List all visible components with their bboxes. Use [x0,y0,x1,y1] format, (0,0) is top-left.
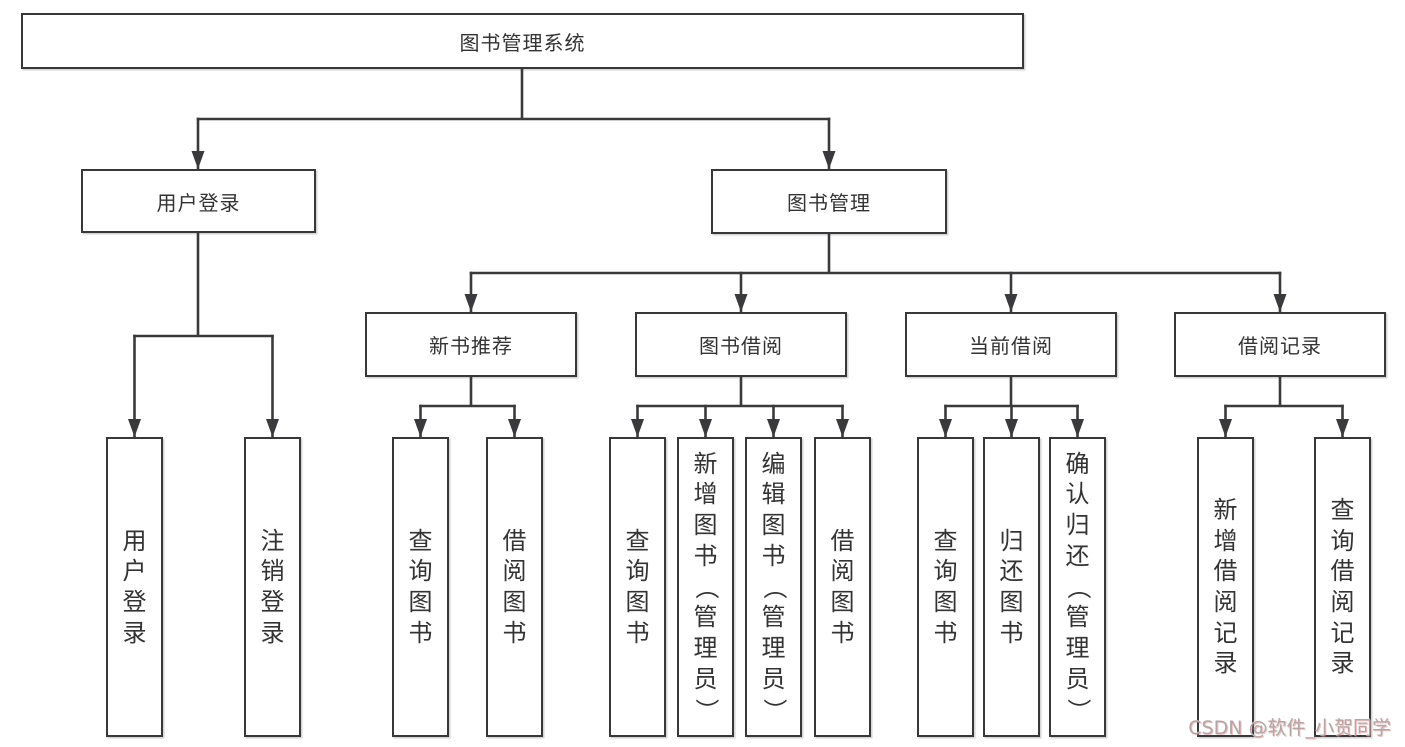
leaf-query-borrow-record-label: 查询借阅记录 [1330,495,1355,678]
leaf-return-books: 归还图书 [983,437,1040,737]
leaf-current-query-books: 查询图书 [917,437,974,737]
leaf-logout: 注销登录 [244,437,301,737]
leaf-add-books-admin-label: 新增图书（管理员） [691,449,720,722]
leaf-confirm-return-admin-label: 确认归还（管理员） [1063,449,1092,722]
leaf-newbook-borrow-books-label: 借阅图书 [502,526,527,647]
node-user-login-label: 用户登录 [156,190,241,215]
leaf-add-borrow-record-label: 新增借阅记录 [1213,495,1238,678]
edge-book-mgmt-rail [469,232,1282,275]
leaf-confirm-return-admin: 确认归还（管理员） [1049,437,1106,737]
leaf-add-borrow-record: 新增借阅记录 [1197,437,1254,737]
node-book-management: 图书管理 [711,169,947,234]
node-root: 图书管理系统 [21,13,1024,69]
leaf-logout-label: 注销登录 [260,526,285,647]
node-book-management-label: 图书管理 [787,191,871,215]
node-new-book-recommend: 新书推荐 [365,312,577,377]
node-borrow-record-label: 借阅记录 [1238,334,1322,358]
node-current-borrow-label: 当前借阅 [969,334,1053,358]
node-new-book-recommend-label: 新书推荐 [429,334,513,358]
leaf-edit-books-admin-label: 编辑图书（管理员） [759,449,788,722]
leaf-user-login: 用户登录 [106,437,163,737]
leaf-user-login-label: 用户登录 [122,526,147,647]
edge-user-login-rail [133,231,274,338]
leaf-borrow-books: 借阅图书 [814,437,871,737]
leaf-return-books-label: 归还图书 [999,526,1024,647]
edge-root-rail [196,67,831,121]
leaf-newbook-query-books-label: 查询图书 [408,526,433,647]
edge-new-book-rail [419,375,516,408]
node-borrow-record: 借阅记录 [1174,312,1386,377]
leaf-borrow-books-label: 借阅图书 [830,526,855,647]
leaf-newbook-query-books: 查询图书 [392,437,449,737]
leaf-borrow-query-books-label: 查询图书 [625,526,650,647]
leaf-query-borrow-record: 查询借阅记录 [1314,437,1371,737]
edge-current-borrow-rail [944,375,1079,408]
leaf-current-query-books-label: 查询图书 [933,526,958,647]
node-current-borrow: 当前借阅 [905,312,1117,377]
leaf-edit-books-admin: 编辑图书（管理员） [745,437,802,737]
node-book-borrow-label: 图书借阅 [699,334,783,358]
leaf-add-books-admin: 新增图书（管理员） [677,437,734,737]
node-book-borrow: 图书借阅 [635,312,847,377]
leaf-newbook-borrow-books: 借阅图书 [486,437,543,737]
node-root-label: 图书管理系统 [459,30,586,55]
leaf-borrow-query-books: 查询图书 [609,437,666,737]
csdn-watermark: CSDN @软件_小贺同学 [1188,717,1391,739]
edge-borrow-record-rail [1224,375,1344,408]
edge-book-borrow-rail [636,375,844,408]
node-user-login: 用户登录 [81,169,316,233]
